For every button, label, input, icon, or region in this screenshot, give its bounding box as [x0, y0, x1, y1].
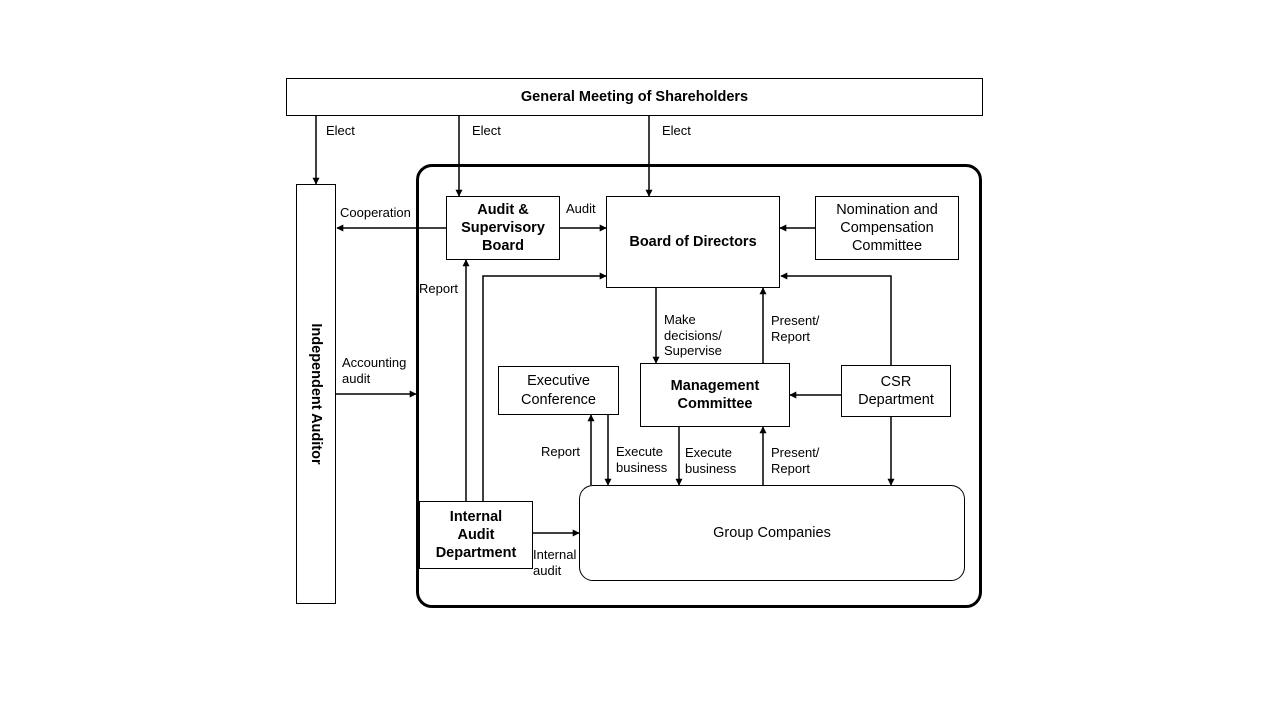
board-of-directors-label: Board of Directors — [629, 233, 757, 250]
management-committee-box: Management Committee — [640, 363, 790, 427]
label-cooperation: Cooperation — [340, 205, 411, 220]
group-companies-box: Group Companies — [579, 485, 965, 581]
label-internal-audit: Internal audit — [533, 547, 577, 578]
executive-conference-label: Executive Conference — [521, 373, 596, 408]
executive-conference-box: Executive Conference — [498, 366, 619, 415]
arrow-internal-audit-board — [482, 272, 607, 501]
internal-audit-department-label: Internal Audit Department — [435, 508, 517, 562]
company-boundary — [416, 164, 982, 608]
nomination-committee-box: Nomination and Compensation Committee — [815, 196, 959, 260]
audit-supervisory-board-box: Audit & Supervisory Board — [446, 196, 560, 260]
internal-audit-department-box: Internal Audit Department — [419, 501, 533, 569]
label-present-report-top: Present/ Report — [771, 313, 820, 344]
csr-department-label: CSR Department — [858, 373, 934, 408]
label-audit: Audit — [566, 201, 596, 216]
label-elect-1: Elect — [326, 123, 355, 138]
label-report-mid: Report — [541, 444, 581, 459]
group-companies-label: Group Companies — [713, 525, 831, 541]
independent-auditor-box: Independent Auditor — [296, 184, 336, 604]
label-accounting-audit: Accounting audit — [342, 355, 407, 386]
label-execute-business-1: Execute business — [616, 444, 668, 475]
label-make-decisions: Make decisions/ Supervise — [664, 312, 722, 359]
nomination-committee-label: Nomination and Compensation Committee — [836, 201, 938, 255]
shareholders-label: General Meeting of Shareholders — [520, 88, 749, 105]
label-report-left: Report — [419, 281, 459, 296]
label-elect-3: Elect — [662, 123, 691, 138]
shareholders-box: General Meeting of Shareholders — [286, 78, 983, 116]
label-execute-business-2: Execute business — [685, 445, 737, 476]
management-committee-label: Management Committee — [670, 377, 760, 412]
independent-auditor-label: Independent Auditor — [308, 323, 324, 465]
audit-supervisory-board-label: Audit & Supervisory Board — [461, 201, 545, 255]
csr-department-box: CSR Department — [841, 365, 951, 417]
label-present-report-bottom: Present/ Report — [771, 445, 820, 476]
arrow-csr-board — [780, 272, 892, 365]
label-elect-2: Elect — [472, 123, 501, 138]
board-of-directors-box: Board of Directors — [606, 196, 780, 288]
